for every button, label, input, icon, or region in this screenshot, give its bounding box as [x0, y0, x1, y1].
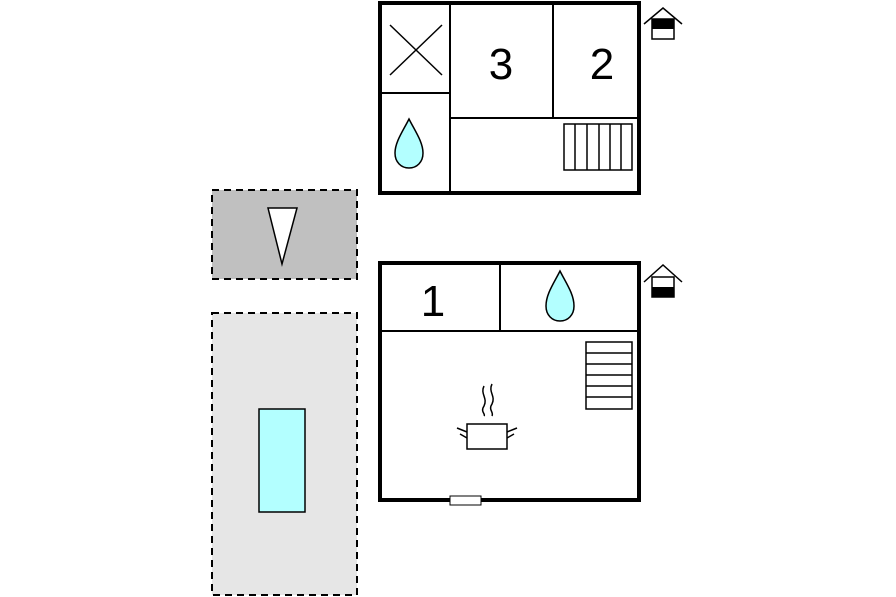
parking-area [211, 189, 358, 280]
water-drop-icon [394, 117, 424, 169]
triangle-marker-icon [267, 207, 298, 267]
stairs-icon [585, 341, 633, 410]
upper-floor: 3 2 [378, 1, 683, 195]
cross-icon [389, 24, 443, 76]
cooking-pot-icon [456, 383, 518, 450]
room-number: 3 [489, 40, 513, 89]
room-number: 2 [590, 40, 614, 89]
room-number: 1 [421, 277, 445, 326]
ground-floor: 1 [378, 261, 683, 506]
pool-terrace [211, 312, 358, 596]
stairs-icon [563, 123, 633, 171]
house-upper-floor-icon [643, 7, 683, 40]
entrance-door-icon [449, 495, 482, 506]
pool-icon [258, 408, 306, 513]
house-ground-floor-icon [643, 263, 683, 298]
water-drop-icon [545, 269, 575, 322]
